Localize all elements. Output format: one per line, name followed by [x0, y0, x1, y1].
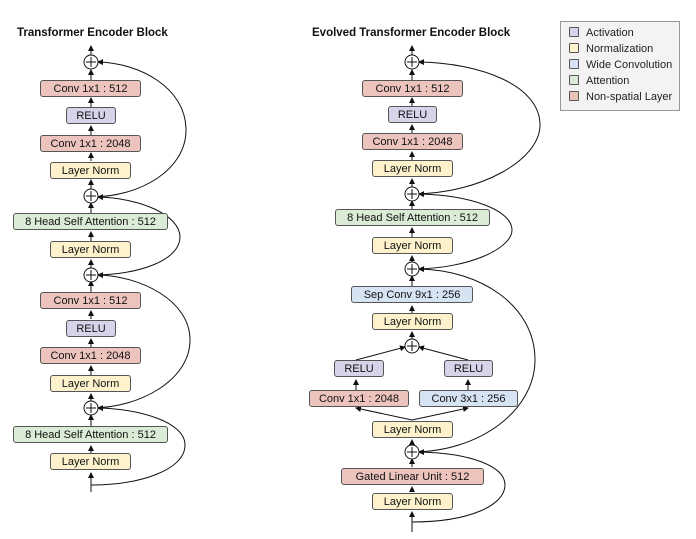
- right-relu-right: RELU: [444, 360, 493, 377]
- activation-swatch-icon: [569, 27, 579, 38]
- right-layer-norm-1: Layer Norm: [372, 160, 453, 177]
- right-relu-top: RELU: [388, 106, 437, 123]
- left-attention-top: 8 Head Self Attention : 512: [13, 213, 168, 230]
- right-conv-1x1-2048: Conv 1x1 : 2048: [362, 133, 463, 150]
- left-conv-1x1-2048-top: Conv 1x1 : 2048: [40, 135, 141, 152]
- legend-item-attention: Attention: [569, 74, 629, 88]
- legend: Activation Normalization Wide Convolutio…: [560, 21, 680, 111]
- non-spatial-swatch-icon: [569, 91, 579, 102]
- adder-icon: [404, 186, 420, 202]
- adder-icon: [83, 400, 99, 416]
- legend-label: Non-spatial Layer: [586, 91, 673, 103]
- adder-icon: [83, 54, 99, 70]
- left-relu-top: RELU: [66, 107, 116, 124]
- right-relu-left: RELU: [334, 360, 384, 377]
- right-gated-linear-unit: Gated Linear Unit : 512: [341, 468, 484, 485]
- attention-swatch-icon: [569, 75, 579, 86]
- right-sep-conv: Sep Conv 9x1 : 256: [351, 286, 473, 303]
- legend-label: Attention: [586, 75, 630, 87]
- legend-label: Normalization: [586, 43, 654, 55]
- adder-icon: [404, 54, 420, 70]
- adder-icon: [83, 188, 99, 204]
- left-layer-norm-1: Layer Norm: [50, 162, 131, 179]
- right-conv-1x1-512: Conv 1x1 : 512: [362, 80, 463, 97]
- right-conv-3x1-branch: Conv 3x1 : 256: [419, 390, 518, 407]
- legend-label: Activation: [586, 27, 634, 39]
- left-conv-1x1-512-bottom: Conv 1x1 : 512: [40, 292, 141, 309]
- left-relu-bottom: RELU: [66, 320, 116, 337]
- adder-nodes: [83, 54, 420, 460]
- normalization-swatch-icon: [569, 43, 579, 54]
- adder-icon: [404, 261, 420, 277]
- left-conv-1x1-2048-bottom: Conv 1x1 : 2048: [40, 347, 141, 364]
- legend-item-non-spatial: Non-spatial Layer: [569, 90, 672, 104]
- left-attention-bottom: 8 Head Self Attention : 512: [13, 426, 168, 443]
- adder-icon: [404, 444, 420, 460]
- legend-label: Wide Convolution: [586, 59, 673, 71]
- adder-icon: [83, 267, 99, 283]
- right-layer-norm-5: Layer Norm: [372, 493, 453, 510]
- right-layer-norm-2: Layer Norm: [372, 237, 453, 254]
- right-diagram-title: Evolved Transformer Encoder Block: [312, 27, 511, 39]
- right-conv-1x1-2048-branch: Conv 1x1 : 2048: [309, 390, 409, 407]
- legend-item-wide-convolution: Wide Convolution: [569, 58, 672, 72]
- right-attention: 8 Head Self Attention : 512: [335, 209, 490, 226]
- right-layer-norm-3: Layer Norm: [372, 313, 453, 330]
- legend-item-normalization: Normalization: [569, 42, 653, 56]
- left-conv-1x1-512-top: Conv 1x1 : 512: [40, 80, 141, 97]
- left-diagram-title: Transformer Encoder Block: [17, 27, 168, 39]
- wide-convolution-swatch-icon: [569, 59, 579, 70]
- left-layer-norm-2: Layer Norm: [50, 241, 131, 258]
- left-layer-norm-4: Layer Norm: [50, 453, 131, 470]
- right-layer-norm-4: Layer Norm: [372, 421, 453, 438]
- legend-item-activation: Activation: [569, 26, 634, 40]
- left-layer-norm-3: Layer Norm: [50, 375, 131, 392]
- adder-icon: [404, 338, 420, 354]
